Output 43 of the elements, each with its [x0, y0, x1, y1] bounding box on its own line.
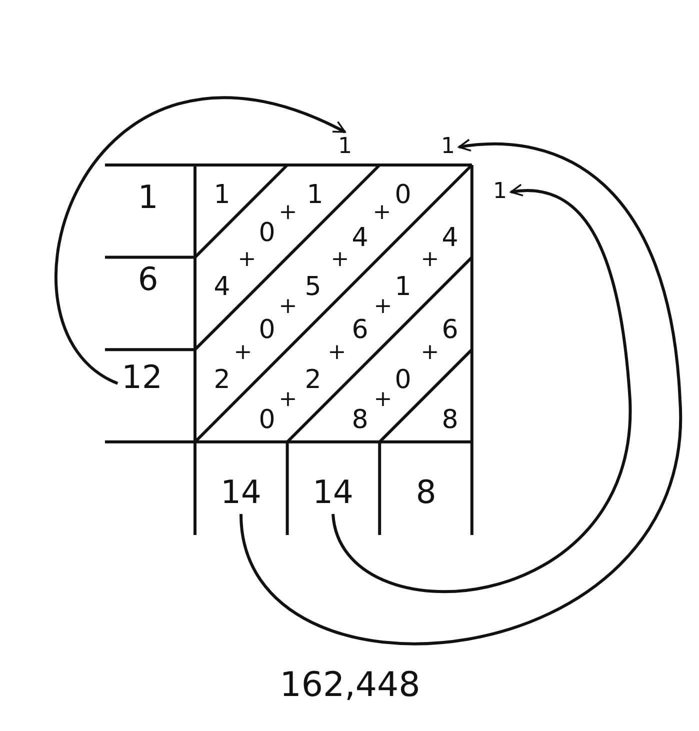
product-digit: 4	[442, 225, 458, 251]
plus-sign: +	[278, 202, 298, 224]
plus-sign: +	[330, 249, 350, 271]
product-digit: 1	[306, 182, 324, 208]
product-digit: 2	[214, 367, 230, 393]
plus-sign: +	[420, 249, 440, 271]
product-digit: 0	[394, 367, 412, 393]
plus-sign: +	[420, 342, 440, 364]
carry-arrow	[240, 139, 682, 646]
column-sum: 14	[220, 476, 262, 508]
plus-sign: +	[372, 202, 392, 224]
multiplier-digit: 6	[138, 263, 158, 295]
product-digit: 6	[442, 317, 458, 343]
product-digit: 1	[394, 274, 412, 300]
carry-arrow	[55, 96, 346, 385]
carry-arrow	[332, 184, 632, 593]
product-digit: 4	[214, 274, 230, 300]
carry-digit: 1	[441, 136, 455, 158]
column-sum: 8	[416, 476, 436, 508]
product-digit: 2	[304, 367, 322, 393]
plus-sign: +	[278, 296, 298, 318]
product-digit: 1	[214, 182, 230, 208]
product-digit: 0	[258, 317, 276, 343]
product-digit: 6	[352, 317, 368, 343]
plus-sign: +	[374, 389, 392, 411]
column-sum: 14	[312, 476, 354, 508]
product-digit: 5	[304, 274, 322, 300]
product-digit: 8	[352, 407, 368, 433]
row-sum: 12	[122, 361, 162, 393]
multiplier-digit: 1	[138, 181, 158, 213]
plus-sign: +	[238, 249, 256, 271]
product-digit: 0	[394, 182, 412, 208]
plus-sign: +	[374, 296, 392, 318]
product-digit: 0	[258, 407, 276, 433]
product-digit: 8	[442, 407, 458, 433]
plus-sign: +	[234, 342, 252, 364]
plus-sign: +	[328, 342, 346, 364]
product-digit: 4	[352, 225, 368, 251]
plus-sign: +	[278, 389, 298, 411]
product-result: 162,448	[280, 668, 420, 702]
carry-digit: 1	[493, 181, 507, 203]
product-digit: 0	[258, 220, 276, 246]
carry-digit: 1	[338, 136, 352, 158]
